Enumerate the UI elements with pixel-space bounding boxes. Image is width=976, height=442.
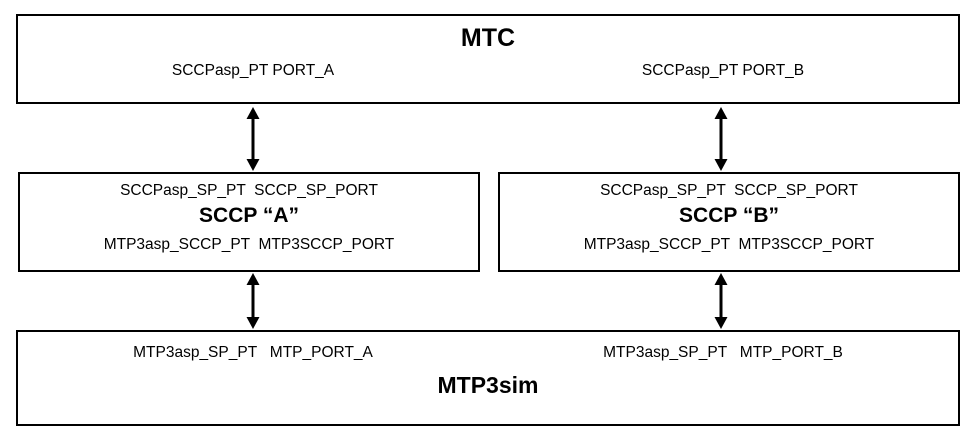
mtp3sim-box: MTP3asp_SP_PT MTP_PORT_A MTP3asp_SP_PT M… — [16, 330, 960, 426]
sccp-a-bottom-ports-label: MTP3asp_SCCP_PT MTP3SCCP_PORT — [103, 236, 395, 253]
mtp3sim-port-a-cell: MTP3asp_SP_PT MTP_PORT_A — [18, 344, 488, 362]
sccp-b-bottom-ports-label: MTP3asp_SCCP_PT MTP3SCCP_PORT — [583, 236, 875, 253]
double-arrow-sccp-a-mtp3sim — [246, 273, 260, 329]
mtc-title: MTC — [460, 24, 516, 52]
sccp-b-top-ports-label: SCCPasp_SP_PT SCCP_SP_PORT — [600, 182, 858, 199]
sccp-b-title: SCCP “B” — [679, 204, 779, 227]
mtp3sim-title: MTP3sim — [437, 372, 539, 398]
double-arrow-mtc-sccp-a — [246, 107, 260, 171]
mtc-port-b-label: SCCPasp_PT PORT_B — [641, 62, 805, 79]
sccp-a-title: SCCP “A” — [199, 204, 299, 227]
mtp3sim-port-a-label: MTP3asp_SP_PT MTP_PORT_A — [133, 344, 373, 361]
mtc-port-a-label: SCCPasp_PT PORT_A — [171, 62, 335, 79]
mtp3sim-port-b-cell: MTP3asp_SP_PT MTP_PORT_B — [488, 344, 958, 362]
sccp-a-top-ports-label: SCCPasp_SP_PT SCCP_SP_PORT — [120, 182, 378, 199]
mtc-port-a-cell: SCCPasp_PT PORT_A — [18, 62, 488, 80]
mtc-ports-row: SCCPasp_PT PORT_A SCCPasp_PT PORT_B — [18, 62, 958, 80]
mtp3sim-ports-row: MTP3asp_SP_PT MTP_PORT_A MTP3asp_SP_PT M… — [18, 344, 958, 362]
double-arrow-sccp-b-mtp3sim — [714, 273, 728, 329]
mtp3sim-port-b-label: MTP3asp_SP_PT MTP_PORT_B — [603, 344, 843, 361]
mtc-box: MTC SCCPasp_PT PORT_A SCCPasp_PT PORT_B — [16, 14, 960, 104]
double-arrow-mtc-sccp-b — [714, 107, 728, 171]
sccp-b-box: SCCPasp_SP_PT SCCP_SP_PORT SCCP “B” MTP3… — [498, 172, 960, 272]
sccp-a-box: SCCPasp_SP_PT SCCP_SP_PORT SCCP “A” MTP3… — [18, 172, 480, 272]
mtc-port-b-cell: SCCPasp_PT PORT_B — [488, 62, 958, 80]
